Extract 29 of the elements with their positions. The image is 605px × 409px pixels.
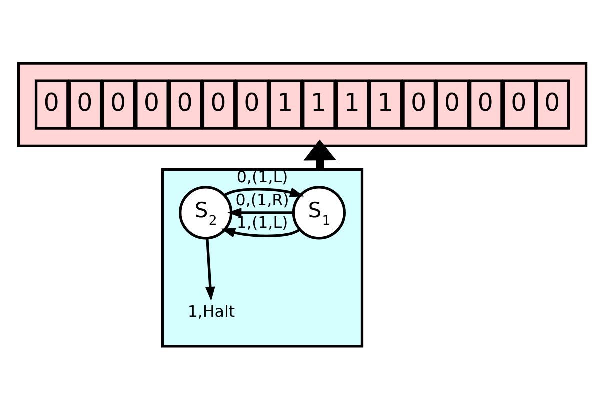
node-circle: S$_{2}$ <box>179 186 233 240</box>
node-box: 0 <box>502 79 537 130</box>
node-box: 0 <box>102 79 136 130</box>
node-box: 0 <box>536 79 570 130</box>
node-box: 1 <box>268 79 303 130</box>
node-box: 0 <box>34 79 70 130</box>
node-box: 0 <box>436 79 470 130</box>
arrow <box>206 238 216 301</box>
node-circle: S$_{1}$ <box>292 186 346 240</box>
node-box: 1 <box>302 79 336 130</box>
node-box: 0 <box>202 79 236 130</box>
cluster <box>17 62 588 147</box>
node-box: 1 <box>368 79 404 130</box>
edge-label: 1,(1,L) <box>236 212 288 232</box>
node-box: 0 <box>135 79 170 130</box>
node-box: 0 <box>402 79 436 130</box>
node-box: 0 <box>168 79 203 130</box>
arrow <box>304 139 337 170</box>
node-text: 1,Halt <box>188 301 236 320</box>
arrow <box>224 187 304 197</box>
node-box: 1 <box>335 79 370 130</box>
node-box: 0 <box>469 79 504 130</box>
node-box: 0 <box>68 79 103 130</box>
cluster <box>161 168 364 348</box>
node-box: 0 <box>235 79 270 130</box>
edge-label: 0,(1,R) <box>236 190 290 209</box>
arrow <box>228 207 294 218</box>
edge-label: 0,(1,L) <box>236 167 288 186</box>
arrow <box>221 228 301 238</box>
